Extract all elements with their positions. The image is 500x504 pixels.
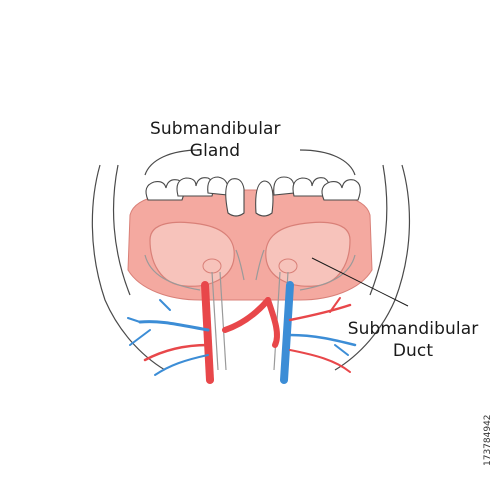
duct-label: Submandibular Duct: [328, 318, 498, 362]
right-gland: [265, 221, 351, 287]
duct-label-line2: Duct: [392, 341, 434, 361]
left-gland: [149, 221, 235, 287]
duct-leader-line: [311, 257, 409, 307]
side-id-text: 173784942: [483, 414, 493, 466]
gland-label-line2: Gland: [189, 141, 241, 161]
gland-label-line1: Submandibular: [150, 119, 281, 139]
right-vessels: [222, 281, 357, 384]
duct-label-line1: Submandibular: [347, 319, 479, 339]
teeth: [145, 176, 361, 217]
left-vessels: [127, 281, 214, 384]
gland-label: Submandibular Gland: [150, 118, 281, 162]
